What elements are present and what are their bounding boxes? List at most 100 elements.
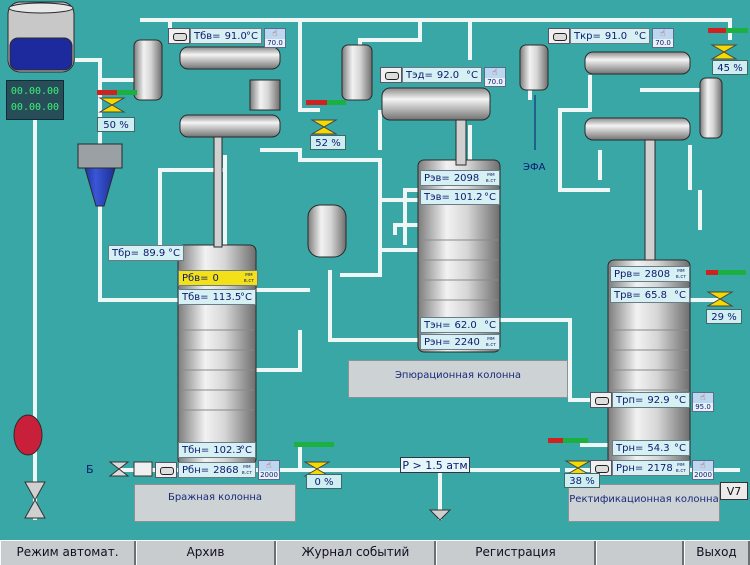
unit: °C (484, 192, 496, 203)
value: 2178 (647, 463, 673, 474)
registration-button[interactable]: Регистрация (436, 541, 596, 565)
value: 91.0 (224, 31, 247, 42)
value: 101.2 (453, 192, 483, 203)
valve-v1-percent[interactable]: 50 % (97, 117, 135, 132)
valve-level-bar (548, 438, 588, 443)
efa-label: ЭФА (523, 162, 546, 173)
readout-t-rp: Tрп=92.9 °C (612, 392, 690, 408)
setpoint-value: 2000 (693, 471, 713, 479)
mode-auto-button[interactable]: Режим автомат. (0, 541, 136, 565)
readout-t-ev: Tэв=101.2 °C (420, 189, 500, 205)
setpoint-t-kr[interactable]: ☝70.0 (652, 28, 674, 48)
valve-level-fill (306, 100, 327, 105)
unit: °C (240, 445, 252, 456)
valve-level-bar (97, 90, 137, 95)
readout-t-rv: Tрв=65.8 °C (610, 287, 690, 303)
event-log-button[interactable]: Журнал событий (276, 541, 436, 565)
valve-level-fill (548, 438, 564, 443)
valve-level-fill (97, 90, 117, 95)
label: Tрв (614, 290, 633, 301)
hand-icon: ☝ (272, 29, 278, 39)
value: 102.3 (213, 445, 242, 456)
label: Tбр (112, 248, 131, 259)
setpoint-value: 2000 (259, 471, 279, 479)
label: Tрн (616, 443, 635, 454)
valve-v2-percent[interactable]: 52 % (310, 135, 346, 150)
column-name: Ректификационная колонна (569, 494, 719, 505)
value: 65.8 (644, 290, 668, 301)
hand-icon: ☝ (492, 68, 498, 78)
archive-button[interactable]: Архив (136, 541, 276, 565)
exit-button[interactable]: Выход (684, 541, 750, 565)
label: Tкр (574, 31, 593, 42)
manual-icon[interactable] (590, 460, 612, 476)
value: 91.0 (604, 31, 628, 42)
readout-t-br: Tбр=89.9 °C (108, 245, 184, 261)
valve-level-bar (706, 270, 746, 275)
label: Pэн (424, 337, 443, 348)
readout-t-rn: Tрн=54.3 °C (612, 440, 690, 456)
value: 2868 (213, 465, 239, 476)
valve-level-fill (708, 28, 726, 33)
valve-v4-percent[interactable]: 29 % (706, 309, 742, 324)
label: Pбн (182, 465, 201, 476)
label: Tбв (194, 31, 213, 42)
unit: °C (246, 31, 258, 42)
unit: °C (484, 320, 496, 331)
label: Pрн (616, 463, 635, 474)
setpoint-t-ed[interactable]: ☝70.0 (484, 67, 506, 87)
display-line-1: 00.00.00 (10, 86, 60, 97)
value: 62.0 (454, 320, 477, 331)
blank-button[interactable] (596, 541, 684, 565)
valve-v6-percent[interactable]: 38 % (564, 473, 600, 488)
process-mimic: 00.00.00 00.00.00 Tбв=91.0 °C ☝70.0 Tбр=… (6, 1, 748, 522)
hand-icon: ☝ (700, 461, 706, 471)
manual-icon[interactable] (155, 462, 177, 478)
manual-icon[interactable] (548, 28, 570, 44)
setpoint-t-bv[interactable]: ☝70.0 (264, 28, 286, 48)
readout-t-bv2: Tбв=113.5 °C (178, 289, 256, 305)
column-name: Бражная колонна (167, 492, 263, 503)
hand-icon: ☝ (266, 461, 272, 471)
setpoint-t-rp[interactable]: ☝95.0 (692, 392, 714, 412)
manual-icon[interactable] (168, 28, 190, 44)
label: Tэн (424, 320, 443, 331)
setpoint-value: 95.0 (693, 403, 713, 411)
unit: °C (674, 395, 686, 406)
value: 2240 (454, 337, 480, 348)
setpoint-value: 70.0 (485, 78, 505, 86)
valve-level-bar (294, 442, 334, 447)
valve-level-bar (306, 100, 346, 105)
valve-v3-percent[interactable]: 45 % (712, 60, 748, 75)
value: 54.3 (647, 443, 670, 454)
unit: °C (168, 248, 180, 259)
bottom-toolbar: Режим автомат. Архив Журнал событий Реги… (0, 540, 750, 565)
valve-v5-percent[interactable]: 0 % (306, 474, 342, 489)
valve-v7-button[interactable]: V7 (720, 482, 748, 500)
label: Tрп (616, 395, 635, 406)
setpoint-p-rn[interactable]: ☝2000 (692, 460, 714, 480)
manual-icon[interactable] (380, 67, 402, 83)
value: 2098 (453, 173, 480, 184)
unit: °C (240, 292, 252, 303)
label: Tбв (182, 292, 201, 303)
setpoint-p-bn[interactable]: ☝2000 (258, 460, 280, 480)
platform-rektifikatsionnaya: Ректификационная колонна (568, 484, 720, 522)
readout-t-kr: Tкр=91.0 °C (570, 28, 650, 44)
label: Tэд (406, 70, 425, 81)
manual-icon[interactable] (590, 392, 612, 408)
readout-t-en: Tэн=62.0 °C (420, 317, 500, 333)
level-display: 00.00.00 00.00.00 (6, 80, 64, 120)
readout-t-bv: Tбв=91.0 °C (190, 28, 262, 44)
column-name: Эпюрационная колонна (394, 370, 522, 381)
unit: °C (634, 31, 646, 42)
